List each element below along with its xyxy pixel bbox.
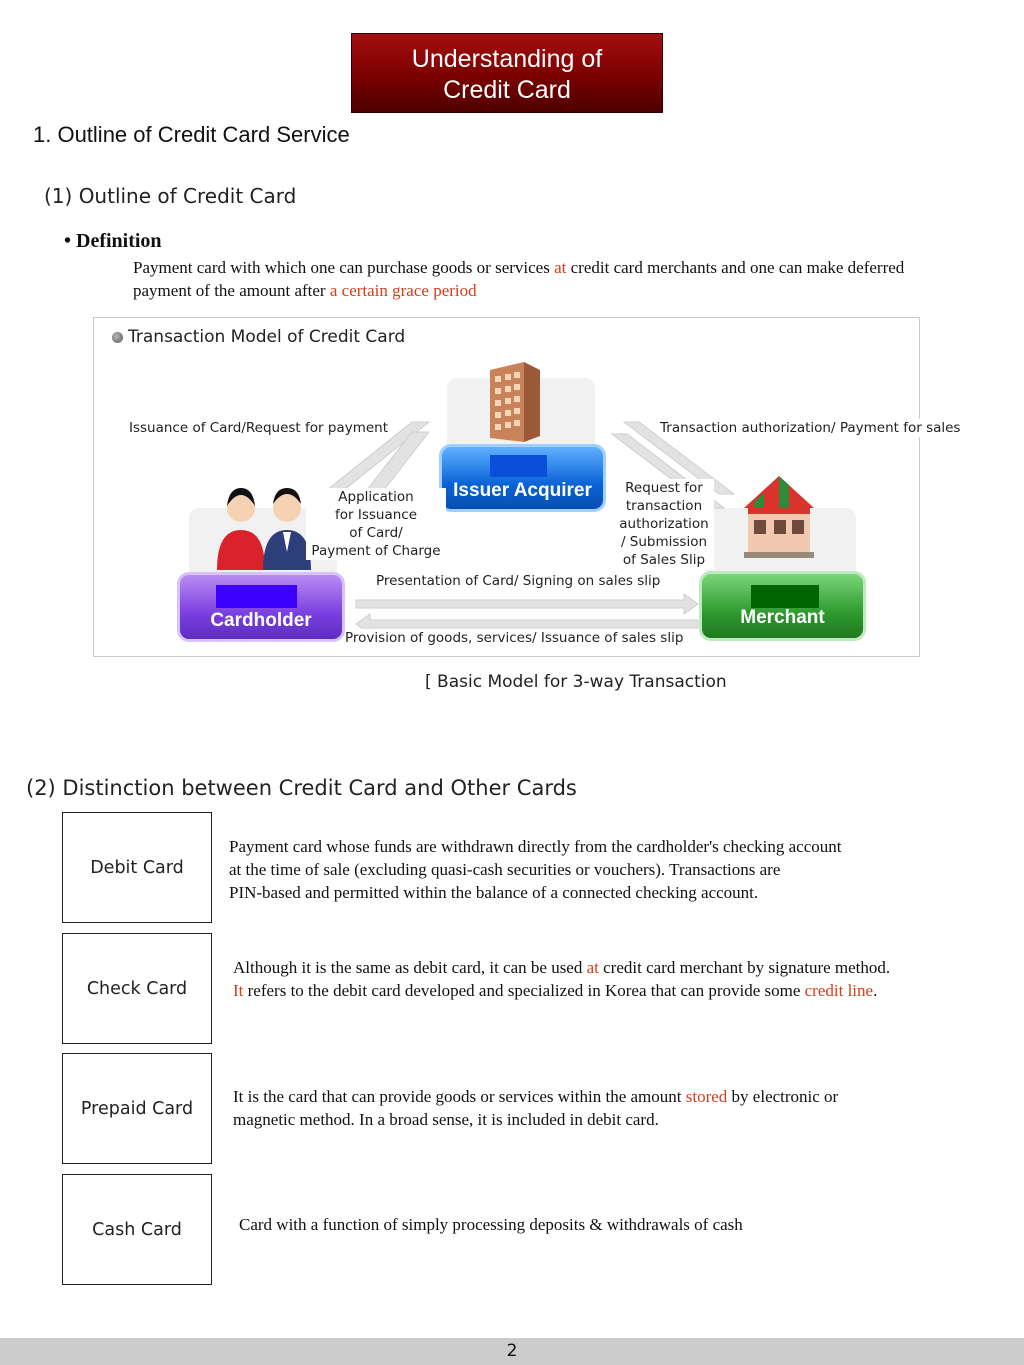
check-desc-line-1: Although it is the same as debit card, i… <box>233 956 890 979</box>
label-request: Request for transaction authorization / … <box>614 479 714 569</box>
section1-subheading: (1) Outline of Credit Card <box>44 184 297 208</box>
text-span: credit card merchant by signature method… <box>598 958 891 977</box>
card-type-prepaid: Prepaid Card <box>62 1053 212 1164</box>
card-type-label: Cash Card <box>92 1219 182 1240</box>
merchant-node: Merchant <box>699 571 866 641</box>
debit-desc-line: PIN-based and permitted within the balan… <box>229 883 759 902</box>
label-request-line: / Submission <box>620 534 708 550</box>
text-span: It is the card that can provide goods or… <box>233 1087 686 1106</box>
label-application-line: of Card/ <box>349 525 403 541</box>
text-span: . <box>873 981 878 1000</box>
debit-desc-line: Payment card whose funds are withdrawn d… <box>229 837 842 856</box>
merchant-cover-rect <box>751 585 819 608</box>
diagram-title-text: Transaction Model of Credit Card <box>128 327 406 347</box>
definition-label: • Definition <box>64 230 162 252</box>
card-type-check: Check Card <box>62 933 212 1044</box>
arrow-cardholder-to-merchant <box>355 593 699 615</box>
label-request-line: of Sales Slip <box>622 552 706 568</box>
label-presentation: Presentation of Card/ Signing on sales s… <box>376 572 661 590</box>
cardholder-label: Cardholder <box>210 610 312 631</box>
section2-heading: (2) Distinction between Credit Card and … <box>26 776 577 800</box>
merchant-label: Merchant <box>740 607 825 628</box>
section1-heading: 1. Outline of Credit Card Service <box>33 122 350 147</box>
definition-part-1: Payment card with which one can purchase… <box>133 258 555 277</box>
people-icon <box>217 488 311 570</box>
label-request-line: authorization <box>619 516 709 532</box>
definition-text: Payment card with which one can purchase… <box>133 256 953 302</box>
card-type-cash: Cash Card <box>62 1174 212 1285</box>
text-span: by electronic or <box>727 1087 839 1106</box>
card-type-label: Check Card <box>86 978 188 999</box>
prepaid-card-description: It is the card that can provide goods or… <box>233 1085 838 1131</box>
label-request-line: transaction <box>625 498 703 514</box>
page-title-line1: Understanding of <box>411 45 603 73</box>
page-title-line2: Credit Card <box>443 76 571 104</box>
building-icon <box>490 362 540 442</box>
shop-icon <box>744 476 814 558</box>
label-request-line: Request for <box>625 480 703 496</box>
text-span-highlight: credit line <box>804 981 874 1000</box>
label-authorization: Transaction authorization/ Payment for s… <box>660 419 961 437</box>
card-type-debit: Debit Card <box>62 812 212 923</box>
text-span: refers to the debit card developed and s… <box>243 981 805 1000</box>
debit-desc-line: at the time of sale (excluding quasi-cas… <box>229 860 781 879</box>
debit-card-description: Payment card whose funds are withdrawn d… <box>229 835 841 904</box>
label-application-line: Application <box>338 489 414 505</box>
text-span-highlight: stored <box>685 1087 728 1106</box>
prepaid-desc-line-2: magnetic method. In a broad sense, it is… <box>233 1110 659 1129</box>
diagram-title: Transaction Model of Credit Card <box>112 327 405 347</box>
bullet-icon <box>112 331 123 343</box>
definition-part-3: credit card merchants and one can make d… <box>133 258 905 300</box>
issuer-cover-rect <box>490 455 547 477</box>
diagram-caption: [ Basic Model for 3-way Transaction <box>425 672 727 692</box>
definition-part-4: a certain grace period <box>329 281 477 300</box>
check-card-description: Although it is the same as debit card, i… <box>233 956 890 1002</box>
label-issuance: Issuance of Card/Request for payment <box>129 419 389 437</box>
transaction-model-diagram: Transaction Model of Credit Card <box>93 317 961 657</box>
prepaid-desc-line-1: It is the card that can provide goods or… <box>233 1085 838 1108</box>
footer-bar: 2 <box>0 1338 1024 1365</box>
arrow-issuer-to-merchant <box>622 421 736 495</box>
text-span-highlight: at <box>586 958 599 977</box>
label-application: Application for Issuance of Card/ Paymen… <box>306 488 446 560</box>
page-number: 2 <box>506 1341 518 1361</box>
cardholder-cover-rect <box>216 585 297 608</box>
text-span-highlight: It <box>233 981 244 1000</box>
card-type-label: Prepaid Card <box>80 1098 194 1119</box>
label-application-line: Payment of Charge <box>311 543 441 559</box>
cash-card-description: Card with a function of simply processin… <box>239 1215 743 1234</box>
issuer-acquirer-label: Issuer Acquirer <box>453 480 592 501</box>
label-application-line: for Issuance <box>334 507 417 523</box>
label-provision: Provision of goods, services/ Issuance o… <box>345 629 684 647</box>
definition-part-2: at <box>554 258 567 277</box>
card-type-label: Debit Card <box>90 857 184 878</box>
text-span: Although it is the same as debit card, i… <box>233 958 587 977</box>
check-desc-line-2: It refers to the debit card developed an… <box>233 979 890 1002</box>
page-title-box: Understanding of Credit Card <box>351 33 663 113</box>
